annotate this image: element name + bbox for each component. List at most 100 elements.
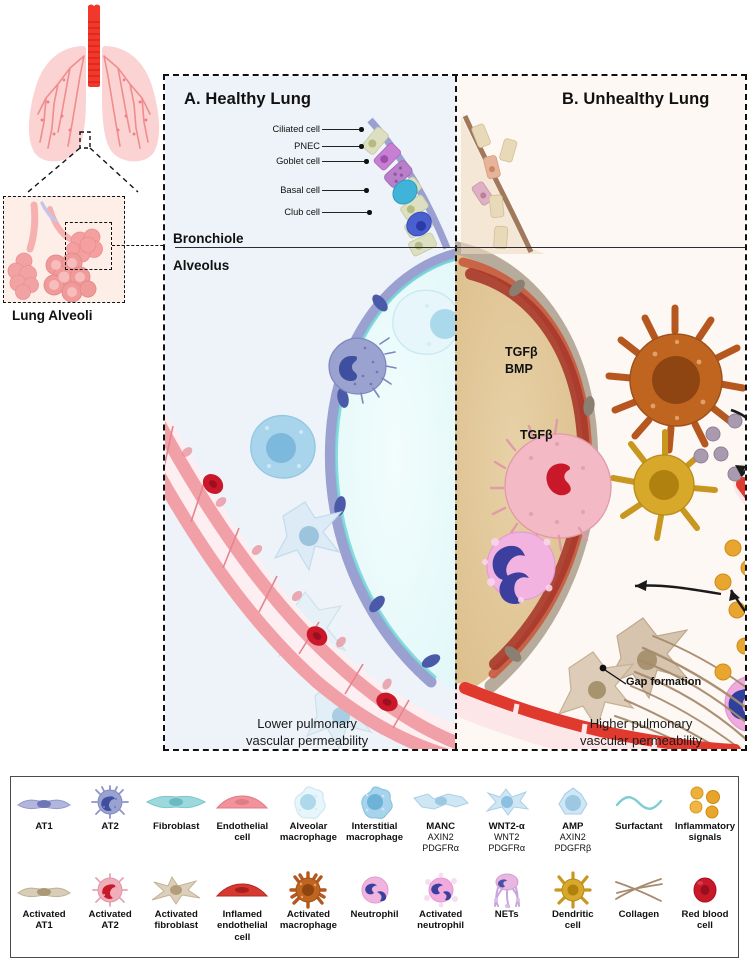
legend-item-amp: AMP AXIN2 PDGFRβ <box>540 785 606 854</box>
dendritic-cell-unhealthy <box>610 429 718 541</box>
legend-item-interstitial-macrophage: Interstitial macrophage <box>341 785 407 854</box>
neutrophil-icon <box>359 873 391 907</box>
red-blood-cells-healthy <box>202 474 398 712</box>
legend-item-manc: MANC AXIN2 PDGFRα <box>408 785 474 854</box>
inflammatory-signal-dots <box>714 539 745 681</box>
legend-label: Activated fibroblast <box>154 909 199 932</box>
alveolar-macrophage-healthy <box>392 289 455 355</box>
pnec-label: PNEC <box>294 141 320 151</box>
legend-item-at2: AT2 <box>77 785 143 854</box>
legend-item-neutrophil: Neutrophil <box>341 873 407 943</box>
basal-cell <box>392 179 418 205</box>
legend-item-activated-at2: Activated AT2 <box>77 873 143 943</box>
alveolus-label: Alveolus <box>173 258 230 273</box>
legend-item-activated-fibroblast: Activated fibroblast <box>143 873 209 943</box>
alveoli-zoom-box <box>65 222 112 270</box>
at2-icon <box>91 785 130 819</box>
gap-formation-label: Gap formation <box>626 676 702 688</box>
bmp-label: BMP <box>505 362 533 376</box>
bronchiole-epithelium-healthy <box>362 116 455 257</box>
lung-alveoli-caption: Lung Alveoli <box>12 308 93 323</box>
activated-macrophage-unhealthy <box>605 304 745 454</box>
goblet-cell-label: Goblet cell <box>276 156 320 166</box>
higher-permeability-caption: Higher pulmonary vascular permeability <box>580 716 702 750</box>
bronchiole-label: Bronchiole <box>173 231 244 246</box>
healthy-capillary <box>165 414 455 749</box>
manc-icon <box>412 785 470 819</box>
at1-nuclei <box>334 294 441 668</box>
pnec-leader <box>322 146 361 147</box>
legend-box: AT1 AT2 <box>10 776 739 958</box>
legend-label: AT2 <box>101 821 119 832</box>
activated-macrophage-icon <box>289 871 328 909</box>
inflammatory-signals-icon <box>687 785 723 819</box>
bronchiole-alveolus-divider <box>175 247 745 248</box>
legend-label: WNT2-α <box>488 821 525 832</box>
legend-item-inflamed-endothelial-cell: Inflamed endothelial cell <box>209 873 275 943</box>
legend-label: Inflammatory signals <box>674 821 736 844</box>
wnt2a-icon <box>484 785 530 819</box>
lower-permeability-caption: Lower pulmonary vascular permeability <box>246 716 368 750</box>
activated-at2-icon <box>92 873 129 907</box>
endothelial-cell-icon <box>214 785 270 819</box>
legend-label: Activated AT1 <box>22 909 66 932</box>
legend-row-1: AT1 AT2 <box>11 785 738 854</box>
panel-a-title: A. Healthy Lung <box>184 90 312 108</box>
alveolar-macrophage-icon <box>291 785 327 819</box>
legend-label: Interstitial macrophage <box>345 821 404 844</box>
legend-label: MANC <box>426 821 455 832</box>
legend-item-activated-macrophage: Activated macrophage <box>275 871 341 943</box>
legend-label: Dendritic cell <box>552 909 594 932</box>
interstitial-macrophage-icon <box>358 785 393 819</box>
activated-at1-icon <box>16 873 72 907</box>
legend-item-inflammatory-signals: Inflammatory signals <box>672 785 738 854</box>
legend-label: AT1 <box>35 821 53 832</box>
basal-cell-leader <box>322 190 366 191</box>
main-figure-panel <box>163 74 747 751</box>
legend-label: Surfactant <box>615 821 663 832</box>
legend-label: AMP <box>562 821 584 832</box>
pnec-dot <box>359 144 364 149</box>
legend-item-at1: AT1 <box>11 785 77 854</box>
higher-permeability-line1: Higher pulmonary vascular permeability <box>580 716 703 748</box>
gap-formation-leader <box>599 664 627 685</box>
red-blood-cell-icon <box>689 873 721 907</box>
legend-label: Endothelial cell <box>216 821 269 844</box>
basal-cell-dot <box>364 188 369 193</box>
legend-label: Neutrophil <box>350 909 399 920</box>
activated-fibroblast-nucleus-2 <box>588 681 606 699</box>
legend-label: Activated AT2 <box>88 909 132 932</box>
legend-sublabel: WNT2 PDGFRα <box>488 832 526 853</box>
legend-label: Collagen <box>618 909 660 920</box>
legend-item-endothelial-cell: Endothelial cell <box>209 785 275 854</box>
nets-icon <box>490 873 524 908</box>
lung-anatomy-illustration <box>27 4 160 193</box>
at2-cell-healthy <box>328 337 397 404</box>
activated-neutrophil-lower <box>724 676 745 732</box>
fibroblast-icon <box>146 785 207 819</box>
goblet-cell-leader <box>322 161 366 162</box>
dendritic-cell-icon <box>554 871 592 909</box>
legend-item-alveolar-macrophage: Alveolar macrophage <box>275 785 341 854</box>
legend-item-surfactant: Surfactant <box>606 785 672 854</box>
activated-at2-unhealthy <box>489 418 612 552</box>
bronchiole-epithelium-unhealthy <box>461 114 545 254</box>
legend-item-activated-neutrophil: Activated neutrophil <box>408 872 474 943</box>
legend-item-dendritic-cell: Dendritic cell <box>540 871 606 943</box>
legend-label: NETs <box>494 909 519 920</box>
alveolus-scene <box>165 114 745 749</box>
inflamed-endothelial-cell-icon <box>214 873 270 907</box>
legend-item-fibroblast: Fibroblast <box>143 785 209 854</box>
activated-neutrophil-left <box>482 531 556 604</box>
ciliated-cell-leader <box>322 129 361 130</box>
legend-item-activated-at1: Activated AT1 <box>11 873 77 943</box>
activated-at1-nuclei <box>504 279 595 662</box>
tgfb-bmp-vesicles <box>693 413 743 482</box>
surfactant-icon <box>615 785 663 819</box>
tgfb-label-1: TGFβ <box>505 345 538 359</box>
tgfb-arrow-1 <box>730 408 745 477</box>
legend-label: Red blood cell <box>681 909 729 932</box>
legend-sublabel: AXIN2 PDGFRβ <box>554 832 592 853</box>
legend-item-nets: NETs <box>474 873 540 943</box>
goblet-cell-dot <box>364 159 369 164</box>
